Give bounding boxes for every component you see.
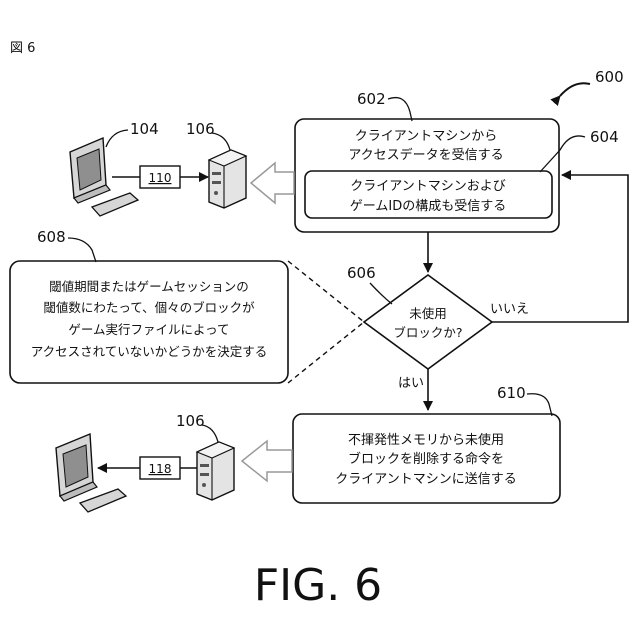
monitor-icon <box>56 434 97 501</box>
box-602-line2: アクセスデータを受信する <box>348 147 503 163</box>
ref-606-leader <box>370 283 392 304</box>
note-608-line1: 閾値期間またはゲームセッションの <box>49 279 249 294</box>
box-604-line1: クライアントマシンおよび <box>350 179 505 194</box>
figure-caption: FIG. 6 <box>254 560 382 611</box>
box-610: 不揮発性メモリから未使用 ブロックを削除する命令を クライアントマシンに送信する <box>293 414 560 503</box>
ref-104: 104 <box>130 120 159 138</box>
label-110: 110 <box>149 171 172 185</box>
figure-label: 図 6 <box>10 41 35 56</box>
box-610-line1: 不揮発性メモリから未使用 <box>348 432 504 448</box>
ref-600: 600 <box>595 68 624 86</box>
note-608-line2: 閾値数にわたって、個々のブロックが <box>43 300 255 315</box>
ref-606: 606 <box>347 264 376 282</box>
decision-606-line2: ブロックか? <box>393 325 462 340</box>
box-604-line2: ゲームIDの構成も受信する <box>350 199 506 214</box>
decision-606-line1: 未使用 <box>409 306 447 321</box>
ref-602: 602 <box>357 90 386 108</box>
box-604: クライアントマシンおよび ゲームIDの構成も受信する <box>305 171 552 218</box>
ref-106-top: 106 <box>186 120 215 138</box>
server-icon <box>209 150 246 208</box>
ref-608: 608 <box>37 228 66 246</box>
label-yes: はい <box>398 376 424 391</box>
note-608-line3: ゲーム実行ファイルによって <box>68 322 229 337</box>
ref-106-bottom: 106 <box>176 412 205 430</box>
server-icon <box>197 442 234 500</box>
keyboard-icon <box>80 489 126 512</box>
decision-606: 未使用 ブロックか? <box>364 275 492 369</box>
ref-602-leader <box>388 98 412 121</box>
label-no: いいえ <box>490 302 529 317</box>
ref-610: 610 <box>497 384 526 402</box>
hollow-arrow-bottom <box>242 441 292 481</box>
note-608-dashed-bottom <box>288 322 364 383</box>
hollow-arrow-top <box>251 163 294 203</box>
ref-600-arrow <box>560 83 590 96</box>
box-610-line2: ブロックを削除する命令を <box>348 451 504 467</box>
ref-608-leader <box>68 238 96 262</box>
monitor-icon <box>70 138 110 203</box>
ref-604: 604 <box>590 128 619 146</box>
box-610-line3: クライアントマシンに送信する <box>335 472 516 487</box>
note-608: 閾値期間またはゲームセッションの 閾値数にわたって、個々のブロックが ゲーム実行… <box>10 261 288 383</box>
note-608-line4: アクセスされていないかどうかを決定する <box>31 344 268 359</box>
ref-106-top-leader <box>212 133 230 150</box>
ref-610-leader <box>527 394 552 416</box>
box-602-line1: クライアントマシンから <box>355 129 497 144</box>
label-118: 118 <box>149 462 172 476</box>
keyboard-icon <box>92 193 138 216</box>
ref-104-leader <box>106 130 128 147</box>
